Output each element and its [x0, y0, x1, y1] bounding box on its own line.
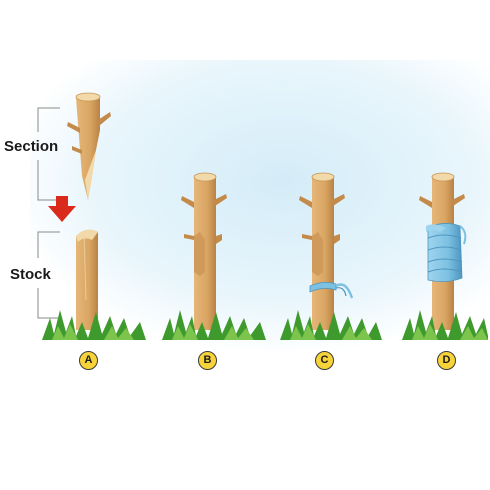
graft-d: [419, 172, 467, 330]
step-badge-a: A: [79, 351, 98, 370]
step-badge-b: B: [198, 351, 217, 370]
graft-c: [299, 172, 354, 330]
grass-b: [162, 310, 266, 340]
step-badge-c: C: [315, 351, 334, 370]
grass-d: [402, 310, 488, 340]
section-label: Section: [4, 138, 59, 155]
graft-b: [181, 172, 227, 330]
down-arrow-icon: [48, 196, 76, 222]
grass-a: [42, 310, 146, 340]
section-bracket: [37, 107, 60, 201]
stock-bracket: [37, 231, 60, 319]
step-badge-d: D: [437, 351, 456, 370]
stock-label: Stock: [10, 266, 51, 283]
section-scion: [67, 92, 111, 200]
stock-a: [76, 229, 98, 330]
grass-c: [280, 310, 382, 340]
sky-background: [30, 60, 490, 350]
